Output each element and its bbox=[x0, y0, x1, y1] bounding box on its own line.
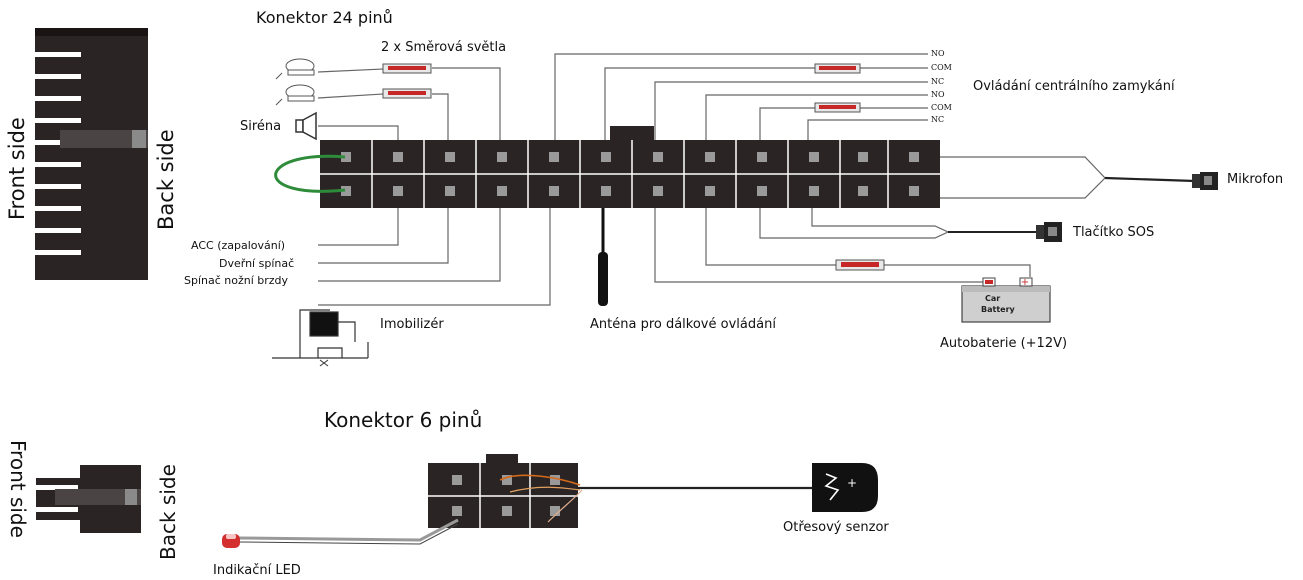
antenna-icon bbox=[598, 208, 608, 306]
sos-button-icon bbox=[1036, 222, 1062, 242]
connector6-title: Konektor 6 pinů bbox=[324, 408, 483, 432]
shock-sensor-icon: + bbox=[812, 463, 878, 512]
microphone-label: Mikrofon bbox=[1227, 172, 1284, 187]
car-battery-icon: + bbox=[961, 277, 1051, 323]
svg-text:+: + bbox=[847, 476, 857, 490]
turn-lights bbox=[275, 58, 432, 106]
relay2-nc-label: NC bbox=[931, 115, 945, 124]
connector24-face bbox=[274, 126, 940, 208]
connector6-front-label: Front side bbox=[6, 440, 30, 538]
relay2-com-label: COM bbox=[931, 103, 952, 112]
brake-switch-label: Spínač nožní brzdy bbox=[184, 274, 289, 287]
central-lock-label: Ovládání centrálního zamykání bbox=[973, 79, 1175, 94]
relay1-no-label: NO bbox=[931, 49, 945, 58]
connector6-back-label: Back side bbox=[156, 464, 180, 560]
immobilizer-icon bbox=[272, 309, 369, 367]
sos-button-label: Tlačítko SOS bbox=[1073, 225, 1155, 240]
connector6-side-view bbox=[36, 465, 146, 533]
svg-text:+: + bbox=[1021, 277, 1029, 288]
wires-bottom bbox=[318, 208, 1040, 306]
shock-sensor-label: Otřesový senzor bbox=[783, 520, 889, 535]
relay2-no-label: NO bbox=[931, 90, 945, 99]
battery-text-line1: Car bbox=[985, 294, 1001, 303]
battery-label: Autobaterie (+12V) bbox=[940, 336, 1068, 351]
led-icon bbox=[222, 534, 240, 548]
relay1-com-label: COM bbox=[931, 63, 952, 72]
wires-top bbox=[317, 53, 1196, 199]
led-label: Indikační LED bbox=[213, 563, 301, 578]
microphone-icon bbox=[1192, 172, 1218, 190]
connector24-front-label: Front side bbox=[5, 117, 29, 220]
battery-fuse bbox=[835, 259, 885, 271]
wires-6pin bbox=[237, 474, 812, 545]
door-switch-label: Dveřní spínač bbox=[219, 257, 295, 270]
battery-text-line2: Battery bbox=[981, 305, 1015, 314]
immobilizer-label: Imobilizér bbox=[380, 317, 444, 332]
siren-label: Siréna bbox=[240, 119, 282, 134]
relay-fuses bbox=[814, 63, 861, 113]
connector24-side-view bbox=[35, 28, 153, 280]
connector24-back-label: Back side bbox=[154, 129, 178, 230]
turn-lights-label: 2 x Směrová světla bbox=[381, 40, 507, 55]
acc-label: ACC (zapalování) bbox=[191, 239, 286, 252]
connector24-title: Konektor 24 pinů bbox=[256, 8, 393, 27]
siren-icon bbox=[295, 111, 317, 141]
relay1-nc-label: NC bbox=[931, 77, 945, 86]
antenna-label: Anténa pro dálkové ovládání bbox=[590, 317, 776, 332]
connector6-face bbox=[428, 454, 578, 528]
